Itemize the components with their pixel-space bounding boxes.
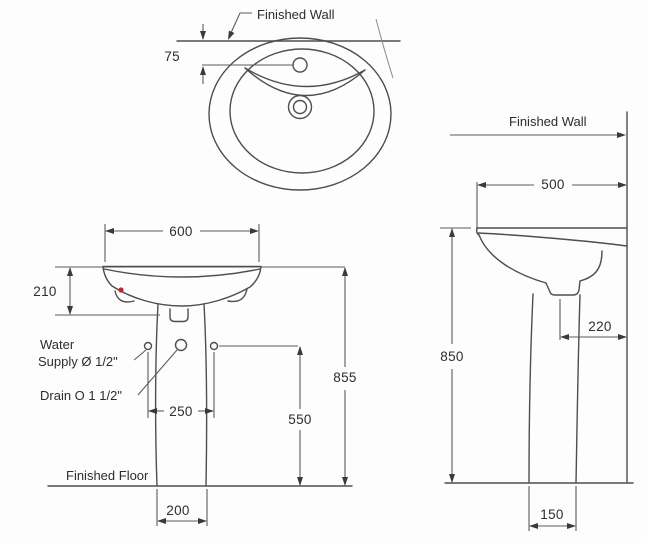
water-supply-hole-right: [209, 341, 219, 351]
dim-855-label: 855: [333, 370, 356, 385]
dim-550-arrow-down: [297, 477, 303, 486]
water-supply-label-line1: Water: [40, 337, 75, 352]
pedestal-right-side: [203, 303, 208, 487]
dim-220-arrow-right: [618, 334, 627, 340]
basin-outer-rim: [208, 37, 392, 191]
dim-855-arrow-up: [342, 267, 348, 276]
dim-75-arrow-up: [200, 66, 206, 75]
side-view: Finished Wall 500 850 220: [440, 111, 634, 531]
dim-150-label: 150: [540, 507, 563, 522]
trap-housing-side: [545, 280, 581, 296]
water-supply-leader: [133, 349, 147, 361]
basin-front-lip: [475, 227, 480, 236]
pedestal-front-side: [528, 293, 534, 484]
dim-75-label: 75: [164, 49, 180, 64]
dim-220-label: 220: [588, 319, 611, 334]
top-view: Finished Wall 75: [164, 7, 401, 191]
water-supply-label-line2: Supply Ø 1/2": [38, 354, 118, 369]
dim-150-arrow-left: [529, 523, 538, 529]
dim-500-label: 500: [541, 177, 564, 192]
pedestal-left-side: [154, 303, 159, 487]
dim-500-arrow-right: [618, 182, 627, 188]
water-supply-hole-left: [143, 341, 153, 351]
dim-600-arrow-right: [250, 228, 259, 234]
dim-850-arrow-up: [449, 228, 455, 237]
finished-floor-label: Finished Floor: [66, 468, 149, 483]
basin-deck-lower-curve: [244, 67, 366, 97]
overflow-hole-outer: [287, 94, 313, 120]
dim-75-arrow-down: [200, 31, 206, 40]
dim-220-arrow-left: [560, 334, 569, 340]
leader-arrowhead: [228, 30, 235, 40]
right-mounting-lug: [227, 288, 248, 303]
dim-210-arrow-up: [67, 267, 73, 276]
finished-wall-label-side: Finished Wall: [509, 114, 587, 129]
dim-550-arrow-up: [297, 346, 303, 355]
dim-550-label: 550: [288, 412, 311, 427]
finished-wall-arrow-side: [617, 132, 626, 138]
trap-cover-notch: [169, 308, 189, 323]
dim-850-label: 850: [440, 349, 463, 364]
basin-inner-bowl: [229, 48, 375, 174]
finished-wall-label-top: Finished Wall: [257, 7, 335, 22]
dim-200-arrow-left: [157, 518, 166, 524]
basin-deck-slope: [477, 232, 628, 247]
dim-210-arrow-down: [67, 306, 73, 315]
dim-250-arrow-left: [148, 408, 157, 414]
dim-855-arrow-down: [342, 477, 348, 486]
red-marker-dot: [118, 287, 124, 293]
dim-200-arrow-right: [198, 518, 207, 524]
dim-600-label: 600: [169, 224, 192, 239]
finished-wall-leader-line: [229, 12, 252, 36]
dim-210-label: 210: [33, 284, 56, 299]
dim-600-arrow-left: [105, 228, 114, 234]
basin-underside: [102, 266, 262, 307]
pedestal-back-side: [575, 294, 581, 484]
overflow-hole-inner: [292, 99, 308, 115]
basin-deck-upper-curve: [244, 67, 366, 88]
dim-250-arrow-right: [205, 408, 214, 414]
left-mounting-lug: [114, 290, 135, 303]
basin-underside-side: [478, 234, 547, 284]
drain-leader: [137, 349, 178, 396]
dim-200-label: 200: [166, 503, 189, 518]
dim-250-label: 250: [169, 404, 192, 419]
dim-850-arrow-down: [449, 474, 455, 483]
faucet-hole: [292, 57, 308, 73]
drain-label: Drain O 1 1/2": [40, 388, 122, 403]
front-view: Water Supply Ø 1/2" Drain O 1 1/2" 600 2…: [33, 224, 356, 526]
basin-rear-edge-arc: [375, 18, 394, 79]
basin-deck-front-curve: [103, 268, 261, 278]
basin-back-curve: [579, 250, 603, 282]
dim-500-arrow-left: [477, 182, 486, 188]
dim-150-arrow-right: [567, 523, 576, 529]
drain-hole: [174, 338, 188, 352]
